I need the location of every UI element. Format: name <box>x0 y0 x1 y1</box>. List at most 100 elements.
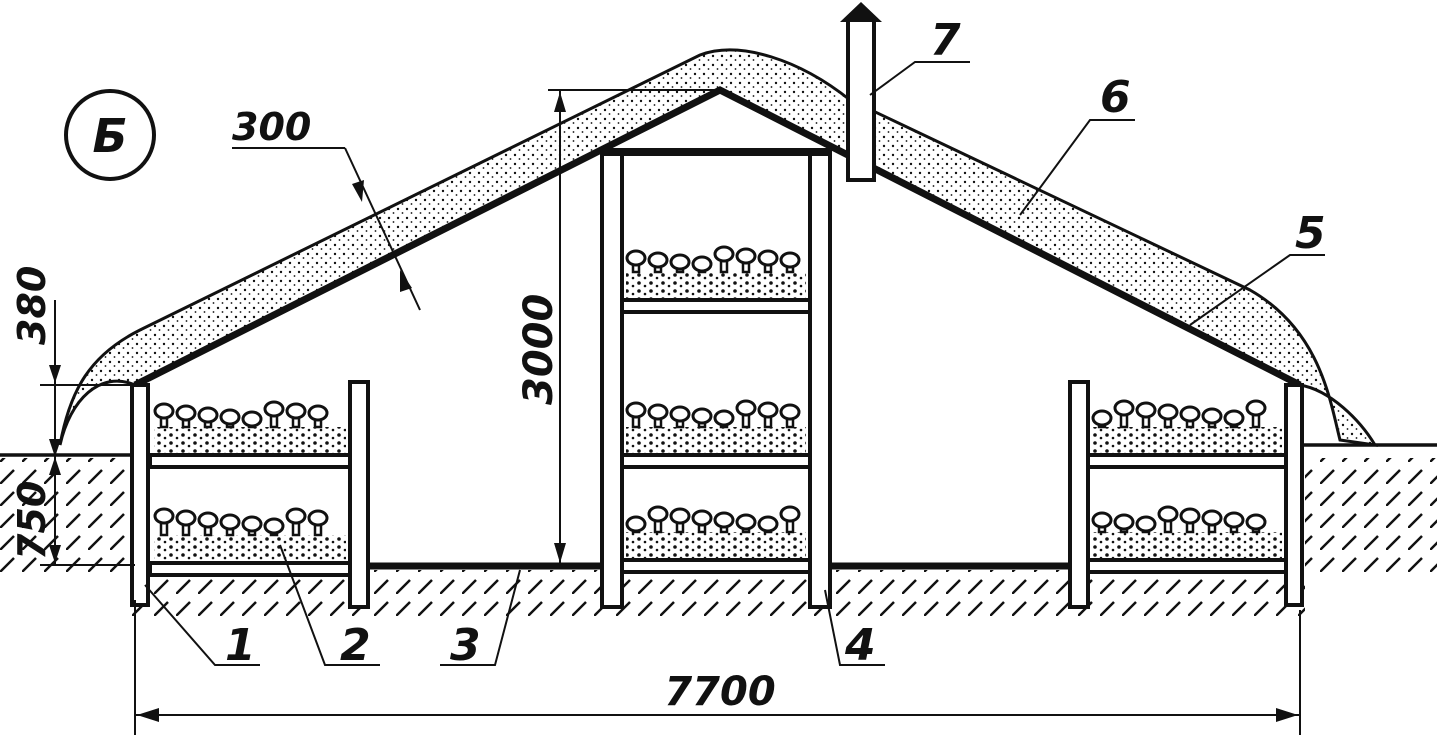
mushroom <box>175 404 197 429</box>
mushroom <box>263 517 285 537</box>
mushroom <box>1223 409 1245 429</box>
mushroom <box>219 513 241 537</box>
left-rack-post <box>348 380 370 609</box>
mushroom <box>669 507 691 534</box>
mushroom <box>197 511 219 537</box>
dim-380: 380 <box>10 266 54 345</box>
dim-300: 300 <box>232 105 311 149</box>
substrate <box>1092 427 1282 453</box>
mushroom-shelf <box>620 505 812 574</box>
left-wall <box>130 383 150 607</box>
ground-hatching <box>0 458 1437 620</box>
mushroom-shelf <box>620 399 812 469</box>
mushroom-shelf <box>620 245 812 314</box>
mushroom <box>713 409 735 429</box>
mushroom <box>1201 407 1223 429</box>
shelf-board <box>1086 558 1288 574</box>
shelf-board <box>620 298 812 314</box>
mushroom <box>1223 511 1245 534</box>
mushroom <box>779 505 801 534</box>
shelf-board <box>148 561 352 577</box>
mushroom <box>691 509 713 534</box>
mushroom <box>1113 513 1135 534</box>
mushroom <box>647 403 669 429</box>
mushroom <box>669 405 691 429</box>
mushroom <box>779 403 801 429</box>
leader-lines <box>144 61 1325 666</box>
shelf-board <box>620 453 812 469</box>
center-rack-post-right <box>808 150 832 609</box>
callout-3: 3 <box>450 620 481 671</box>
substrate <box>154 427 346 453</box>
mushroom-shelf <box>148 400 352 469</box>
mushroom <box>757 401 779 429</box>
mushroom-shelf <box>1086 505 1288 574</box>
dimension-lines <box>40 89 1301 735</box>
substrate <box>626 272 806 298</box>
substrate <box>1092 532 1282 558</box>
mushroom <box>175 509 197 537</box>
chimney <box>846 18 876 182</box>
mushroom <box>1113 399 1135 429</box>
callout-5: 5 <box>1295 208 1326 259</box>
mushroom <box>625 249 647 274</box>
substrate <box>626 427 806 453</box>
center-rack-post-left <box>600 150 624 609</box>
mushroom <box>691 407 713 429</box>
mushroom <box>197 406 219 429</box>
mushroom <box>307 509 329 537</box>
mushroom <box>779 251 801 274</box>
shelf-board <box>148 453 352 469</box>
section-mark-label: Б <box>92 109 127 163</box>
mushroom <box>735 399 757 429</box>
mushroom <box>713 511 735 534</box>
mushroom <box>1135 515 1157 534</box>
mushroom <box>669 253 691 274</box>
mushroom <box>1179 405 1201 429</box>
mushroom-shelf <box>148 507 352 577</box>
mushroom <box>1245 399 1267 429</box>
mushroom <box>1091 511 1113 534</box>
mushroom <box>647 505 669 534</box>
callout-4: 4 <box>844 620 876 671</box>
mushroom <box>241 515 263 537</box>
center-rack-top <box>602 148 830 156</box>
right-wall <box>1284 383 1304 607</box>
mushroom <box>625 401 647 429</box>
mushroom <box>307 404 329 429</box>
mushroom <box>1245 513 1267 534</box>
substrate <box>154 535 346 561</box>
mushroom <box>153 507 175 537</box>
mushroom <box>285 507 307 537</box>
mushroom <box>1157 505 1179 534</box>
callout-2: 2 <box>340 620 371 671</box>
mushroom <box>735 247 757 274</box>
mushroom <box>757 249 779 274</box>
mushroom <box>1091 409 1113 429</box>
mushroom <box>285 402 307 429</box>
shelf-board <box>620 558 812 574</box>
mushroom <box>219 408 241 429</box>
mushroom <box>691 255 713 274</box>
mushroom <box>1201 509 1223 534</box>
mushroom <box>241 410 263 429</box>
dim-750: 750 <box>10 481 54 560</box>
section-mark: Б <box>64 89 156 181</box>
mushroom <box>625 515 647 534</box>
mushroom <box>757 515 779 534</box>
mushroom <box>1157 403 1179 429</box>
mushroom <box>1179 507 1201 534</box>
mushroom <box>647 251 669 274</box>
callout-7: 7 <box>930 15 961 66</box>
callout-6: 6 <box>1100 72 1131 123</box>
mushroom <box>1135 401 1157 429</box>
mushroom-shelf <box>1086 399 1288 469</box>
substrate <box>626 532 806 558</box>
dim-3000: 3000 <box>516 294 562 405</box>
mushroom <box>263 400 285 429</box>
chimney-arrow-icon <box>840 2 882 22</box>
mushroom <box>713 245 735 274</box>
callout-1: 1 <box>225 620 256 671</box>
shelving-racks <box>148 2 1288 609</box>
